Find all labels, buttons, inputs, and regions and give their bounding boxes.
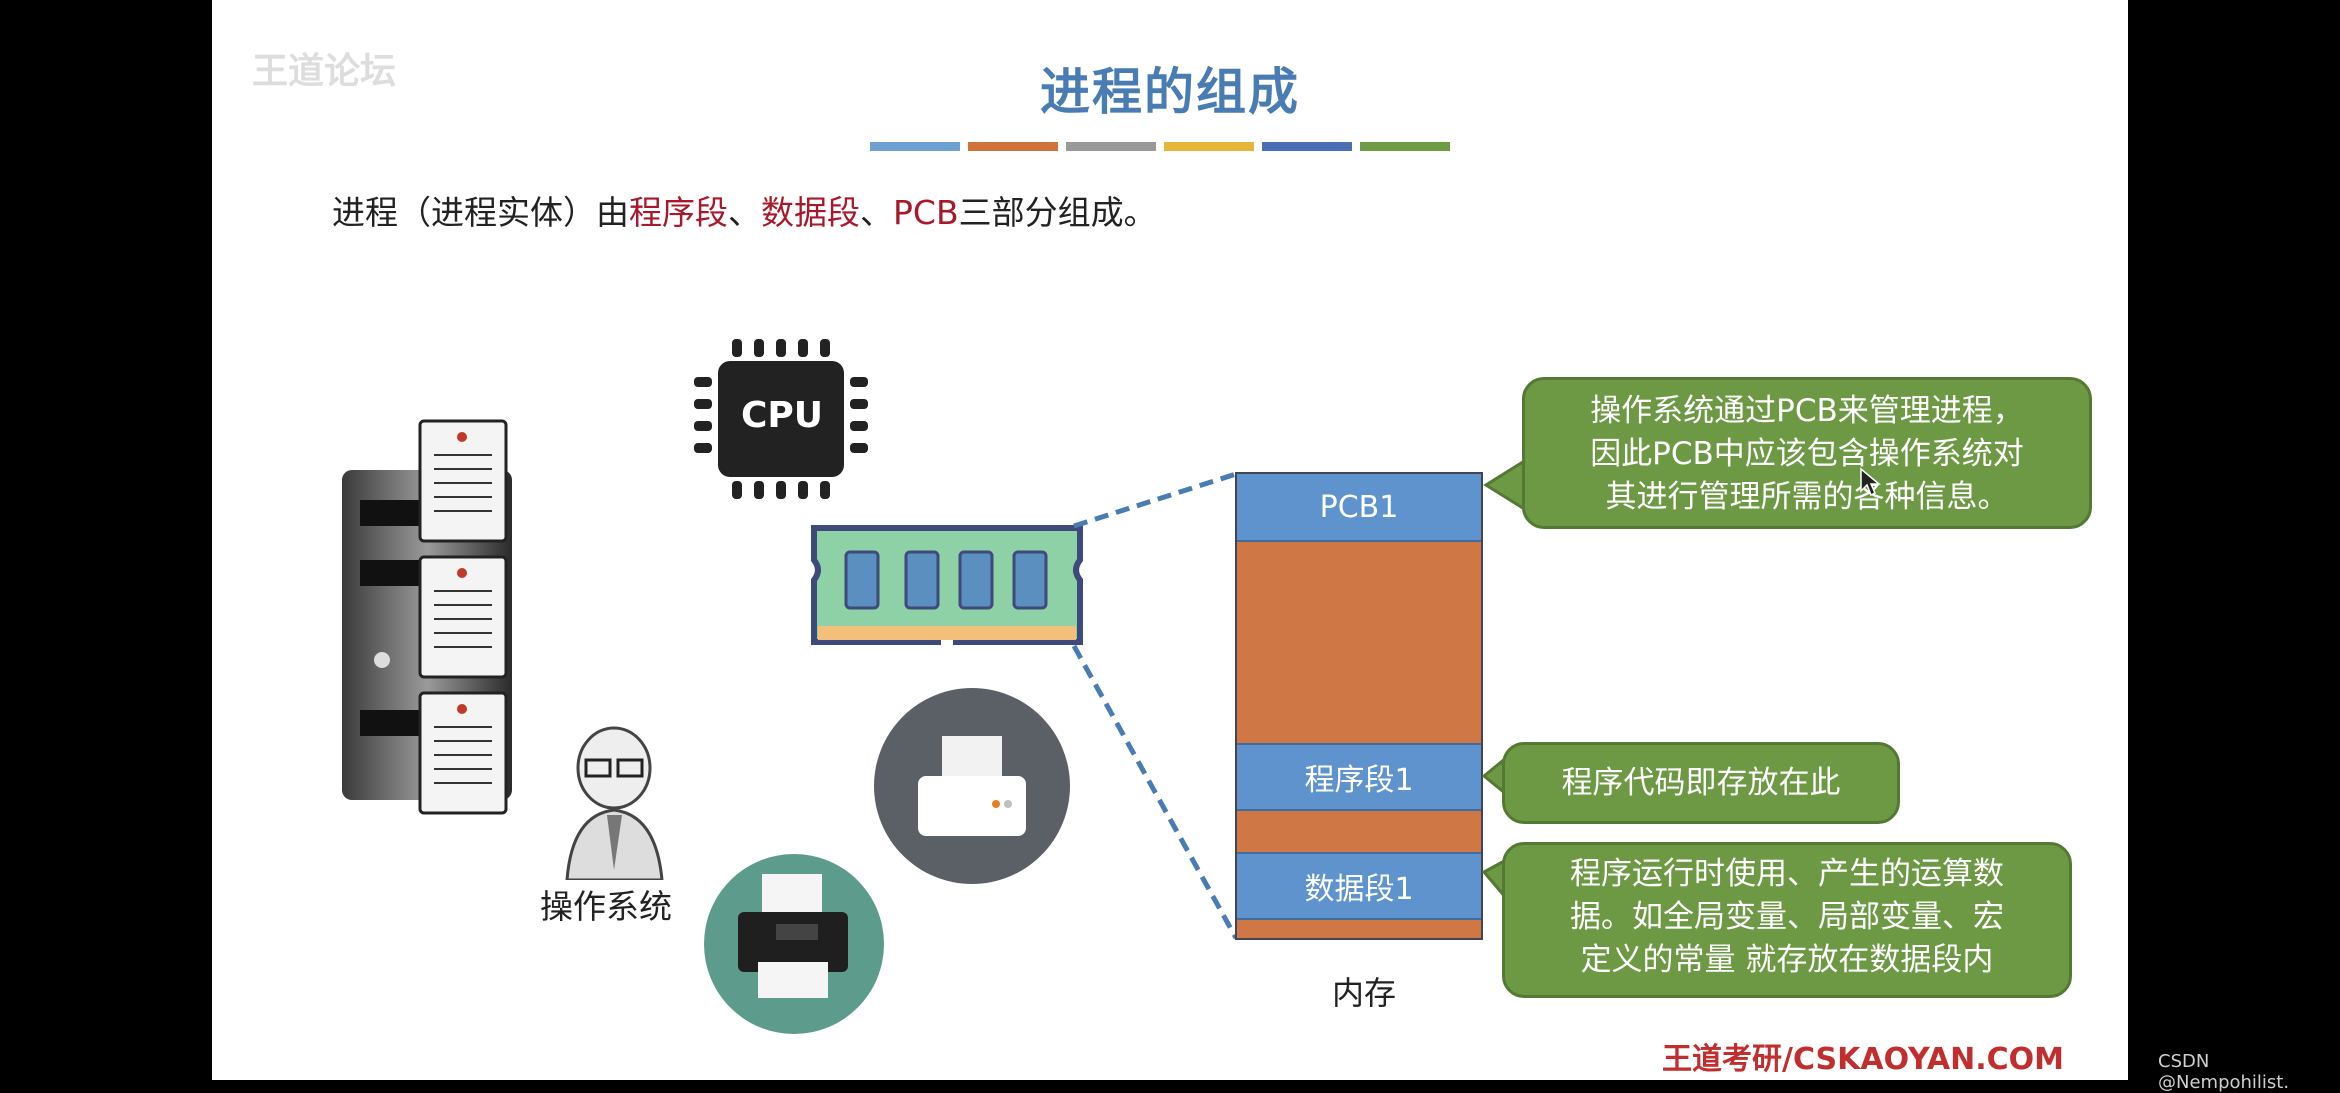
color-bar [1360,142,1450,151]
color-bar [968,142,1058,151]
sentence-pcb: PCB [893,193,959,232]
document-stack-icon [418,419,508,815]
person-sketch-icon [565,726,664,880]
color-bar [1262,142,1352,151]
data-callout: 程序运行时使用、产生的运算数 据。如全局变量、局部变量、宏 定义的常量 就存放在… [1502,842,2072,998]
sentence-suffix: 三部分组成。 [958,193,1157,232]
slide: 王道论坛 进程的组成 进程（进程实体）由程序段、数据段、PCB三部分组成。 [212,0,2128,1080]
title-color-bars [870,142,1450,151]
mouse-cursor-icon [1860,467,1881,497]
sentence-prefix: 进程（进程实体）由 [332,193,629,232]
cpu-icon [694,339,868,499]
printer-icon [874,688,1070,884]
callout-line: 程序代码即存放在此 [1561,764,1841,801]
callout-line: 其进行管理所需的各种信息。 [1605,479,2009,515]
callout-line: 据。如全局变量、局部变量、宏 [1570,899,2004,935]
memory-segment-pcb: PCB1 [1237,474,1481,542]
sentence-data: 数据段 [761,193,860,232]
program-callout: 程序代码即存放在此 [1502,742,1900,824]
ram-module-icon [811,525,1083,645]
printer-teal-icon [704,854,884,1034]
color-bar [870,142,960,151]
footer-brand: 王道考研/CSKAOYAN.COM [1662,1042,2064,1077]
memory-segment-program: 程序段1 [1237,743,1481,811]
memory-segment-data: 数据段1 [1237,852,1481,920]
memory-stack: PCB1 程序段1 数据段1 [1235,472,1483,940]
callout-line: 程序运行时使用、产生的运算数 [1570,856,2004,892]
connector-lines [1072,471,1239,940]
page-title: 进程的组成 [1040,63,1300,121]
os-label: 操作系统 [540,887,672,926]
callout-line: 操作系统通过PCB来管理进程， [1590,393,2024,429]
sentence-sep: 、 [860,193,893,232]
cpu-label: CPU [740,395,824,436]
callout-line: 因此PCB中应该包含操作系统对 [1590,436,2024,472]
watermark-logo: 王道论坛 [252,51,397,92]
sentence-sep: 、 [728,193,761,232]
intro-sentence: 进程（进程实体）由程序段、数据段、PCB三部分组成。 [332,186,1157,234]
sentence-program: 程序段 [629,193,728,232]
pcb-callout: 操作系统通过PCB来管理进程， 因此PCB中应该包含操作系统对 其进行管理所需的… [1522,377,2092,529]
csdn-watermark: CSDN @Nempohilist. [2158,1051,2290,1093]
color-bar [1164,142,1254,151]
color-bar [1066,142,1156,151]
callout-line: 定义的常量 就存放在数据段内 [1580,942,1994,978]
memory-label: 内存 [1332,974,1397,1012]
